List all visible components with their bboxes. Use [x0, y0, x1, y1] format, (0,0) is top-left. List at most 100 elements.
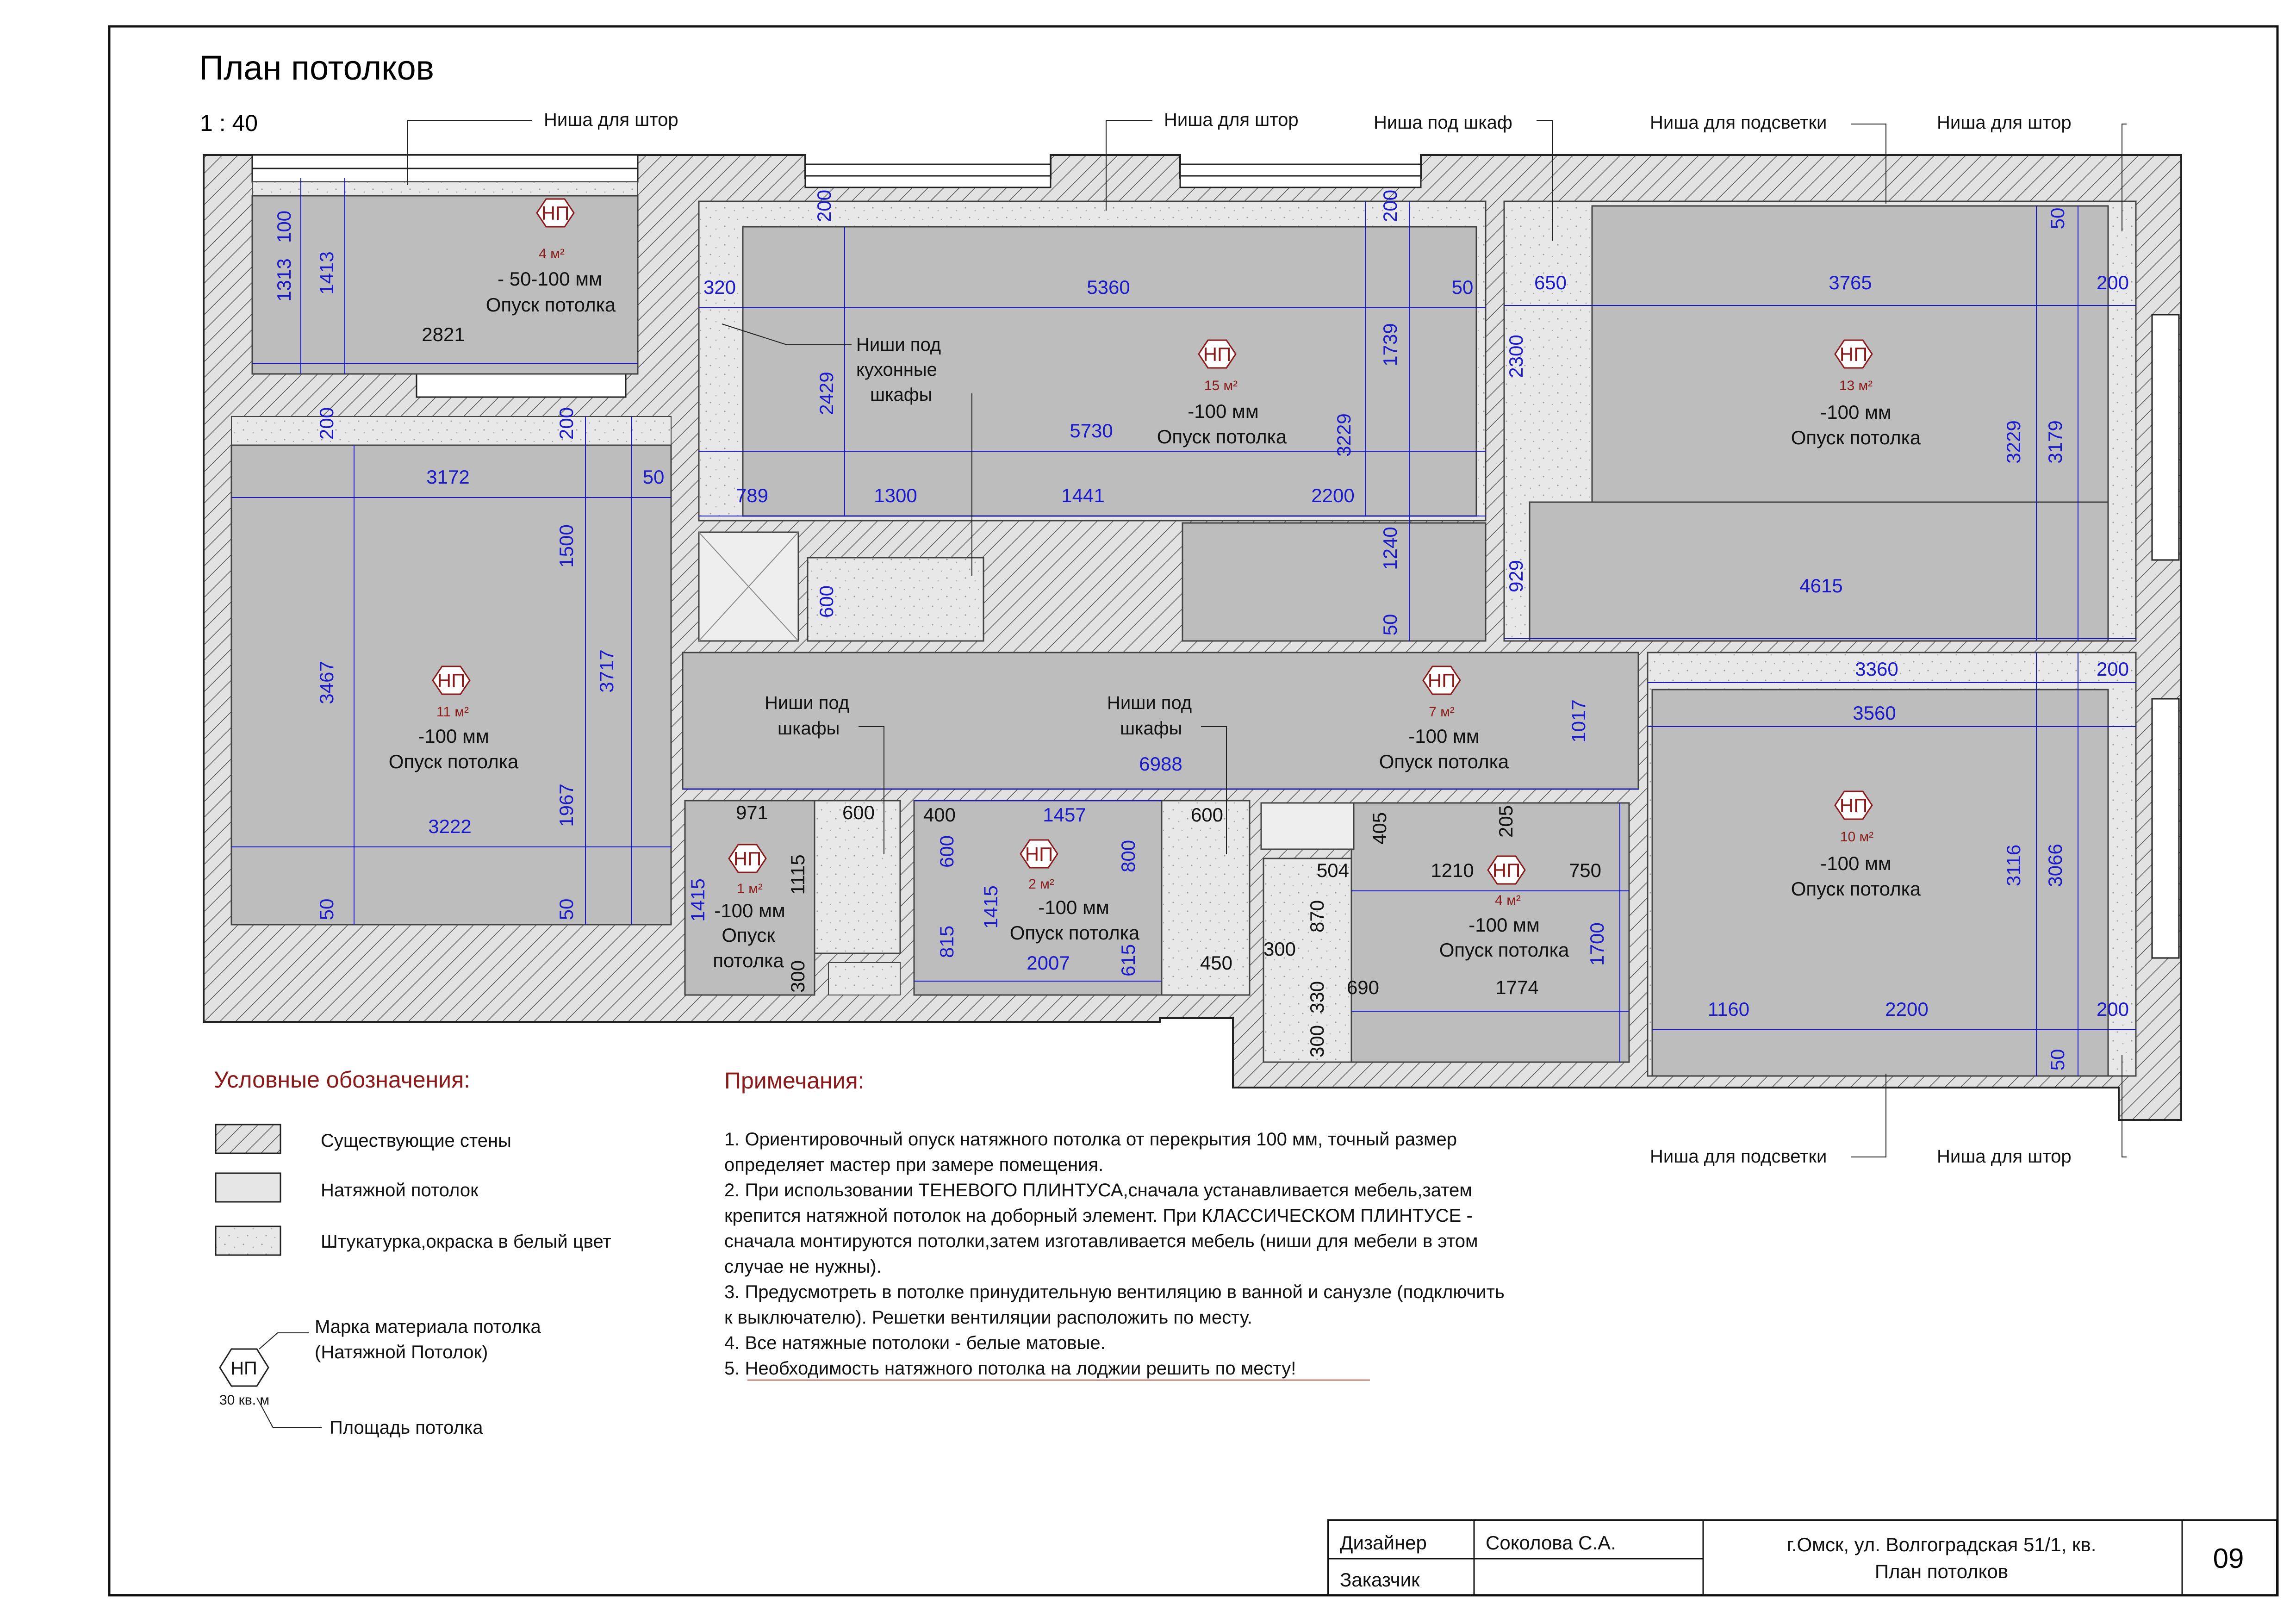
svg-text:4. Все натяжные потолоки - бел: 4. Все натяжные потолоки - белые матовые… — [724, 1333, 1106, 1353]
svg-text:крепится натяжной потолок на д: крепится натяжной потолок на доборный эл… — [724, 1206, 1473, 1226]
svg-text:7 м²: 7 м² — [1429, 704, 1455, 720]
svg-text:200: 200 — [1379, 190, 1401, 222]
svg-text:600: 600 — [842, 802, 875, 823]
svg-text:50: 50 — [2047, 208, 2068, 230]
svg-text:2 м²: 2 м² — [1028, 877, 1054, 892]
svg-text:1457: 1457 — [1043, 804, 1086, 826]
room-label-2: НП 15 м² -100 мм Опуск потолка — [1157, 339, 1287, 448]
notes-heading: Примечания: — [724, 1068, 865, 1094]
svg-text:6988: 6988 — [1139, 753, 1182, 775]
dimension-lines — [231, 178, 2136, 1076]
svg-text:2. При использовании ТЕНЕВОГО: 2. При использовании ТЕНЕВОГО ПЛИНТУСА,с… — [724, 1180, 1472, 1200]
svg-text:1441: 1441 — [1061, 485, 1104, 506]
legend: Условные обозначения: Существующие стены… — [214, 1067, 611, 1438]
svg-text:1300: 1300 — [874, 485, 917, 506]
svg-text:2429: 2429 — [815, 372, 837, 415]
svg-text:320: 320 — [703, 276, 736, 298]
svg-text:1739: 1739 — [1379, 323, 1401, 366]
callout-niche-curtain-1: Ниша для штор — [544, 110, 678, 130]
svg-text:815: 815 — [936, 926, 958, 958]
svg-text:1413: 1413 — [316, 251, 337, 294]
room-label-7: НП 2 м² -100 мм Опуск потолка — [1010, 839, 1140, 944]
svg-text:3222: 3222 — [428, 815, 471, 837]
svg-text:205: 205 — [1495, 805, 1517, 838]
svg-text:50: 50 — [1379, 614, 1401, 636]
svg-text:650: 650 — [1534, 272, 1567, 293]
svg-text:615: 615 — [1117, 944, 1139, 976]
svg-text:5730: 5730 — [1070, 420, 1113, 442]
svg-text:1240: 1240 — [1379, 527, 1401, 570]
svg-text:3467: 3467 — [316, 661, 337, 704]
svg-text:к выключателю). Решетки вентил: к выключателю). Решетки вентиляции распо… — [724, 1307, 1252, 1328]
svg-text:-100 мм: -100 мм — [1468, 914, 1539, 936]
sheet-title: План потолков — [1875, 1561, 2008, 1582]
svg-text:100: 100 — [273, 211, 295, 243]
svg-text:НП: НП — [1203, 343, 1232, 365]
callout-niche-light-bottom: Ниша для подсветки — [1650, 1146, 1827, 1167]
shaft-box-2 — [1260, 802, 1355, 850]
legend-area-label: Площадь потолка — [330, 1418, 483, 1438]
callout-niche-curtain-2: Ниша для штор — [1164, 110, 1299, 130]
window-top-mid-1 — [804, 163, 1052, 188]
legend-heading: Условные обозначения: — [214, 1067, 470, 1093]
callout-hall-niches-2: Ниши под шкафы — [1107, 693, 1192, 739]
legend-mark-label-2: (Натяжной Потолок) — [315, 1342, 488, 1362]
svg-text:Опуск: Опуск — [722, 924, 775, 946]
callout-niche-wardrobe: Ниша под шкаф — [1374, 112, 1512, 133]
svg-text:-100 мм: -100 мм — [1820, 852, 1891, 874]
ceiling-room-8 — [1350, 802, 1630, 1063]
svg-text:шкафы: шкафы — [1120, 718, 1182, 739]
svg-text:НП: НП — [1840, 795, 1868, 816]
svg-text:300: 300 — [787, 960, 809, 993]
svg-text:1210: 1210 — [1431, 859, 1474, 881]
legend-swatch-walls — [215, 1124, 281, 1154]
window-right-1 — [2151, 314, 2180, 561]
svg-text:1500: 1500 — [555, 524, 577, 567]
svg-text:НП: НП — [437, 670, 466, 691]
svg-text:1 м²: 1 м² — [737, 881, 763, 896]
svg-text:- 50-100 мм: - 50-100 мм — [498, 268, 602, 290]
svg-text:3360: 3360 — [1855, 658, 1898, 680]
svg-text:НП: НП — [734, 848, 762, 870]
svg-text:Опуск потолка: Опуск потолка — [389, 751, 519, 772]
svg-text:НП: НП — [1025, 843, 1053, 865]
svg-text:шкафы: шкафы — [870, 385, 932, 405]
svg-text:50: 50 — [2047, 1049, 2068, 1071]
client-label: Заказчик — [1340, 1569, 1420, 1591]
svg-text:30 кв. м: 30 кв. м — [219, 1393, 269, 1408]
svg-text:определяет мастер при замере п: определяет мастер при замере помещения. — [724, 1155, 1103, 1175]
svg-text:потолка: потолка — [713, 950, 784, 971]
page-title: План потолков — [199, 49, 434, 87]
svg-text:3229: 3229 — [2003, 420, 2024, 463]
svg-text:Опуск потолка: Опуск потолка — [1379, 751, 1509, 772]
svg-text:Ниши под: Ниши под — [1107, 693, 1192, 713]
svg-text:НП: НП — [1428, 670, 1456, 691]
svg-text:15 м²: 15 м² — [1204, 378, 1238, 393]
svg-text:1115: 1115 — [787, 854, 809, 895]
callout-niche-curtain-4: Ниша для штор — [1937, 1146, 2072, 1167]
svg-text:Опуск потолка: Опуск потолка — [1791, 878, 1921, 900]
plaster-room-1 — [252, 181, 638, 196]
svg-text:НП: НП — [1493, 859, 1521, 881]
svg-text:2200: 2200 — [1885, 998, 1928, 1020]
svg-text:789: 789 — [736, 485, 768, 506]
svg-text:Опуск потолка: Опуск потолка — [1157, 426, 1287, 448]
svg-text:случае не нужны).: случае не нужны). — [724, 1256, 882, 1277]
floor-plan — [203, 154, 2182, 1121]
legend-swatch-ceiling — [215, 1172, 281, 1203]
svg-text:3560: 3560 — [1853, 702, 1896, 724]
callout-hall-niches-1: Ниши под шкафы — [765, 693, 849, 739]
legend-item-plaster: Штукатурка,окраска в белый цвет — [321, 1231, 611, 1252]
svg-text:300: 300 — [1263, 938, 1296, 960]
svg-text:Опуск потолка: Опуск потолка — [486, 294, 616, 316]
svg-text:1160: 1160 — [1708, 998, 1749, 1020]
svg-text:НП: НП — [1840, 343, 1868, 365]
ceiling-room-2 — [742, 226, 1477, 517]
callout-niche-curtain-3: Ниша для штор — [1937, 112, 2072, 133]
project-address: г.Омск, ул. Волгоградская 51/1, кв. — [1787, 1534, 2097, 1555]
svg-text:3. Предусмотреть в потолке при: 3. Предусмотреть в потолке принудительну… — [724, 1282, 1505, 1302]
svg-text:300: 300 — [1306, 1025, 1328, 1057]
svg-text:504: 504 — [1317, 859, 1349, 881]
room-label-4: НП 11 м² -100 мм Опуск потолка — [389, 665, 519, 772]
window-right-2 — [2151, 698, 2180, 959]
